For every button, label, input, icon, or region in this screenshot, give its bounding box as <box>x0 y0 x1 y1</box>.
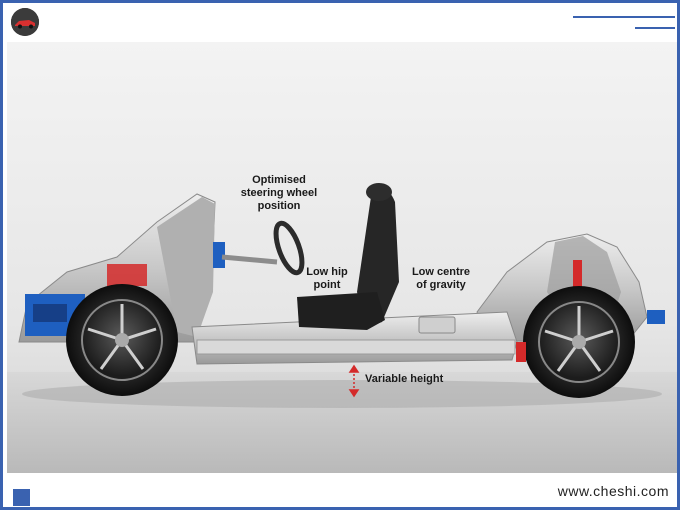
car-logo-icon <box>11 8 39 36</box>
header-line-short <box>635 27 675 29</box>
label-variable-height: Variable height <box>365 373 444 385</box>
chassis-illustration <box>7 42 677 473</box>
site-url[interactable]: www.cheshi.com <box>557 483 669 499</box>
site-logo[interactable] <box>11 8 39 36</box>
footer-bar: www.cheshi.com <box>3 473 677 507</box>
header-bar <box>3 3 677 41</box>
chassis-photo: Optimised steering wheel position Low hi… <box>7 42 677 473</box>
label-steering-wheel: Optimised steering wheel position <box>240 174 318 212</box>
footer-square-icon <box>13 489 30 506</box>
label-low-centre-gravity: Low centre of gravity <box>411 266 471 291</box>
label-low-hip-point: Low hip point <box>306 266 348 291</box>
header-line-long <box>573 16 675 18</box>
height-arrow-icon <box>348 364 360 398</box>
